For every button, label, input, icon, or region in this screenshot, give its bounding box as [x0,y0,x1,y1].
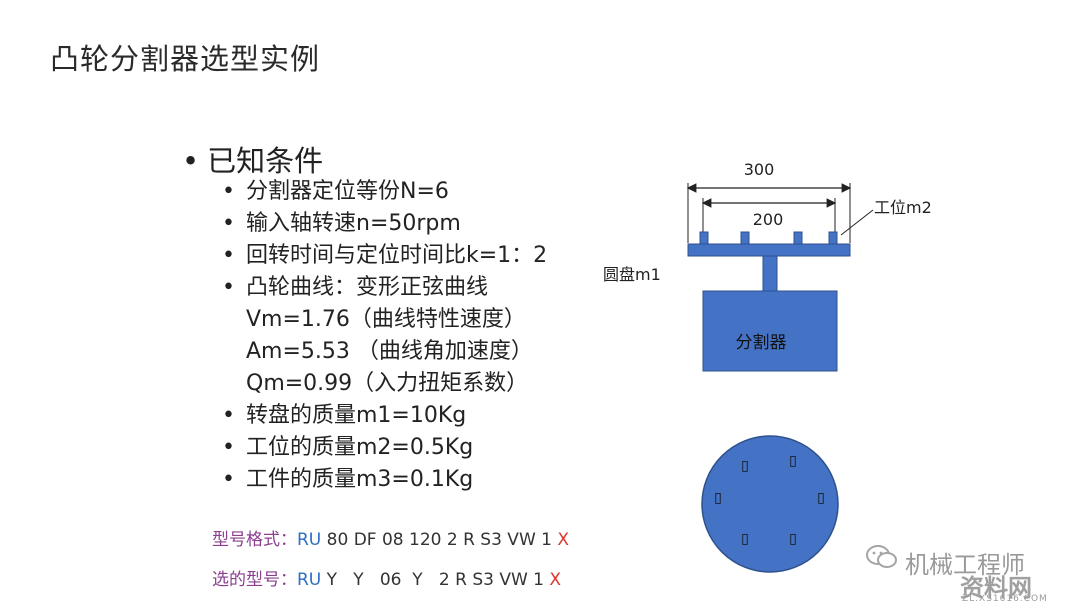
station-leader-line [840,209,874,236]
station-marker: ▯ [817,490,825,506]
bullet-dot: • [222,403,235,428]
bullet-dot: • [222,211,235,236]
bullet-dot: • [222,275,235,300]
bullet-dot: • [182,144,200,178]
condition-continuation: Vm=1.76（曲线特性速度） [246,307,526,332]
condition-text: 转盘的质量m1=10Kg [246,403,467,428]
condition-text: 分割器定位等份N=6 [246,179,449,204]
known-conditions-heading: •已知条件 [182,138,323,180]
station-block [699,231,709,245]
condition-item: • 分割器定位等份N=6 [222,176,547,208]
station-marker: ▯ [789,531,797,547]
bullet-dot: • [222,243,235,268]
outer-dimension-label: 300 [744,160,775,179]
divider-body [702,290,838,372]
watermark-brand: 机械工程师 [905,551,1025,579]
watermark-url: ZL.XS1616.COM [962,594,1048,604]
model-format-prefix: RU [297,530,322,550]
model-format-code: 80 DF 08 120 2 R S3 VW 1 [321,530,558,550]
condition-text: 输入轴转速n=50rpm [246,211,461,236]
condition-continuation: Qm=0.99（入力扭矩系数） [246,371,529,396]
divider-label: 分割器 [736,333,787,353]
bullet-dot: • [222,179,235,204]
condition-text: 凸轮曲线：变形正弦曲线 [246,275,489,300]
station-marker: ▯ [789,453,797,469]
watermark-site: 资料网 [960,574,1032,602]
model-selected-code: Y Y 06 Y 2 R S3 VW 1 [321,570,550,590]
model-format-line: 型号格式：RU 80 DF 08 120 2 R S3 VW 1 X [212,525,569,550]
condition-text: 回转时间与定位时间比k=1：2 [246,243,548,268]
condition-text: 工件的质量m3=0.1Kg [246,467,474,492]
wechat-icon [866,545,897,568]
bullet-dot: • [222,467,235,492]
condition-item: • 回转时间与定位时间比k=1：2 [222,240,547,272]
model-selected-prefix: RU [297,570,322,590]
condition-item: • 转盘的质量m1=10Kg [222,400,547,432]
bullet-dot: • [222,435,235,460]
model-format-label: 型号格式： [212,530,297,550]
station-marker: ▯ [741,458,749,474]
disk-top-view [701,435,839,573]
model-selected-line: 选的型号：RU Y Y 06 Y 2 R S3 VW 1 X [212,565,561,590]
station-label: 工位m2 [874,198,932,217]
station-marker: ▯ [741,531,749,547]
model-selected-suffix: X [549,570,562,590]
condition-continuation: Am=5.53 （曲线角加速度） [246,339,533,364]
inner-dimension-label: 200 [753,210,784,229]
disk-plate [687,243,851,257]
station-block [828,231,838,245]
model-selected-label: 选的型号： [212,570,297,590]
condition-text: 工位的质量m2=0.5Kg [246,435,474,460]
disk-label: 圆盘m1 [603,265,661,284]
model-format-suffix: X [557,530,570,550]
condition-item: • 凸轮曲线：变形正弦曲线 Vm=1.76（曲线特性速度） Am=5.53 （曲线角加… [222,272,547,400]
condition-item: • 输入轴转速n=50rpm [222,208,547,240]
condition-item: • 工位的质量m2=0.5Kg [222,432,547,464]
station-marker: ▯ [714,490,722,506]
known-conditions-label: 已知条件 [207,144,324,178]
condition-item: • 工件的质量m3=0.1Kg [222,464,547,496]
station-block [740,231,750,245]
station-block [793,231,803,245]
conditions-list: • 分割器定位等份N=6 • 输入轴转速n=50rpm • 回转时间与定位时间比k=1：2… [222,176,547,496]
output-shaft [762,255,778,292]
slide-title: 凸轮分割器选型实例 [50,42,321,76]
